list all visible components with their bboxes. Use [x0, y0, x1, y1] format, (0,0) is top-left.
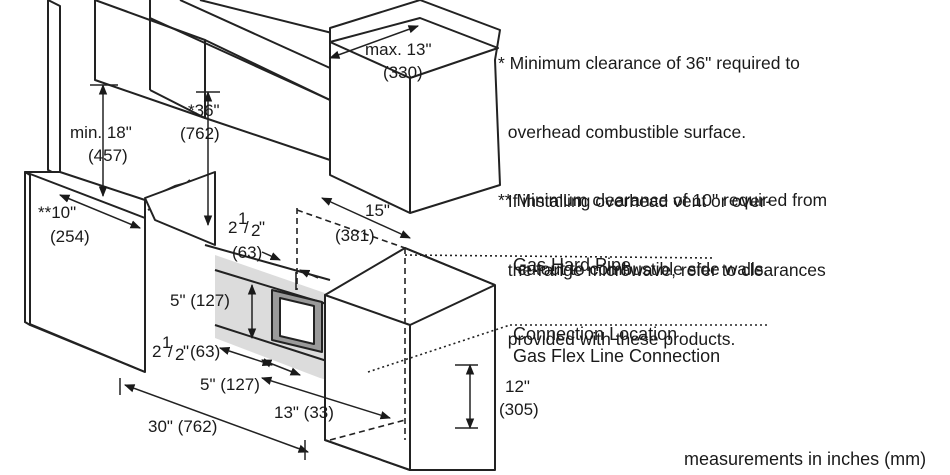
dim-half-upper-whole: 2: [228, 218, 237, 237]
dim-5-vertical: 5" (127): [170, 291, 230, 310]
gas-hard-pipe-label: Connection Location: [513, 324, 678, 344]
dim-half-upper-suffix: ": [259, 218, 265, 237]
dim-15-inch: 15": [365, 201, 390, 220]
upper-cabinet-frame: [94, 0, 361, 161]
dim-half-lower-whole: 2: [152, 342, 161, 361]
dim-half-lower-mm: (63): [190, 342, 220, 361]
dim-half-lower-suffix: ": [183, 342, 189, 361]
dim-10-mm: (254): [50, 227, 90, 246]
side-wall-note-line: ** Minimum clearance of 10" required fro…: [498, 190, 828, 210]
dim-5-horizontal: 5" (127): [200, 375, 260, 394]
side-wall-clearance-note: ** Minimum clearance of 10" required fro…: [498, 143, 827, 304]
dim-min-18-inch: min. 18": [70, 123, 132, 142]
dim-half-lower: 2 1 / 2 " (63): [152, 333, 220, 364]
dim-min-18-mm: (457): [88, 146, 128, 165]
dim-36-inch: *36": [188, 101, 220, 120]
gas-connection-box: [271, 272, 323, 353]
overhead-note-line: * Minimum clearance of 36" required to: [498, 53, 800, 73]
dimension-lines: [59, 25, 478, 460]
dim-max-13-mm: (330): [383, 63, 423, 82]
overhead-clearance-note: * Minimum clearance of 36" required to o…: [498, 6, 826, 374]
hidden-lines: [296, 208, 406, 441]
dim-half-lower-slash: /: [168, 342, 173, 361]
dim-half-lower-den: 2: [175, 345, 184, 364]
dim-10-inch: **10": [38, 203, 76, 222]
right-base-cabinet: [324, 247, 496, 471]
gas-hard-pipe-label: Gas Hard Pipe: [513, 255, 632, 275]
dim-half-lower-num: 1: [162, 333, 171, 352]
overhead-note-line: If installing overhead vent or over-: [498, 191, 772, 211]
dim-max-13-inch: max. 13": [365, 40, 432, 59]
dim-12-inch: 12": [505, 377, 530, 396]
dim-half-upper-num: 1: [238, 209, 247, 228]
overhead-note-line: the-range microwave, refer to clearances: [498, 260, 826, 280]
dim-36-mm: (762): [180, 124, 220, 143]
dim-half-upper-mm: (63): [232, 243, 262, 262]
overhead-note-line: overhead combustible surface.: [498, 122, 747, 142]
gas-flex-line-label: Gas Flex Line Connection: [513, 346, 721, 366]
upper-cabinet-side: [47, 0, 61, 177]
dim-half-upper-den: 2: [251, 221, 260, 240]
dim-12-mm: (305): [499, 400, 539, 419]
dim-half-upper-slash: /: [244, 218, 249, 237]
overhead-note-line: provided with these products.: [498, 329, 736, 349]
dim-15-mm: (381): [335, 226, 375, 245]
side-wall-note-line: cutout to combustible side walls.: [498, 259, 769, 279]
dim-13: 13" (33): [274, 403, 334, 422]
measurement-units-footer: measurements in inches (mm): [684, 449, 927, 469]
vent-hood-box: [329, 0, 501, 214]
leader-lines: [367, 254, 770, 373]
gas-hard-pipe-callout: Gas Hard Pipe Connection Location: [513, 208, 677, 369]
gas-flex-line-callout: Gas Flex Line Connection: [513, 299, 720, 391]
dimension-labels: max. 13" (330) min. 18" (457) *36" (762)…: [38, 40, 539, 436]
dim-30: 30" (762): [148, 417, 217, 436]
dim-half-upper: 2 1 / 2 " (63): [228, 209, 265, 262]
